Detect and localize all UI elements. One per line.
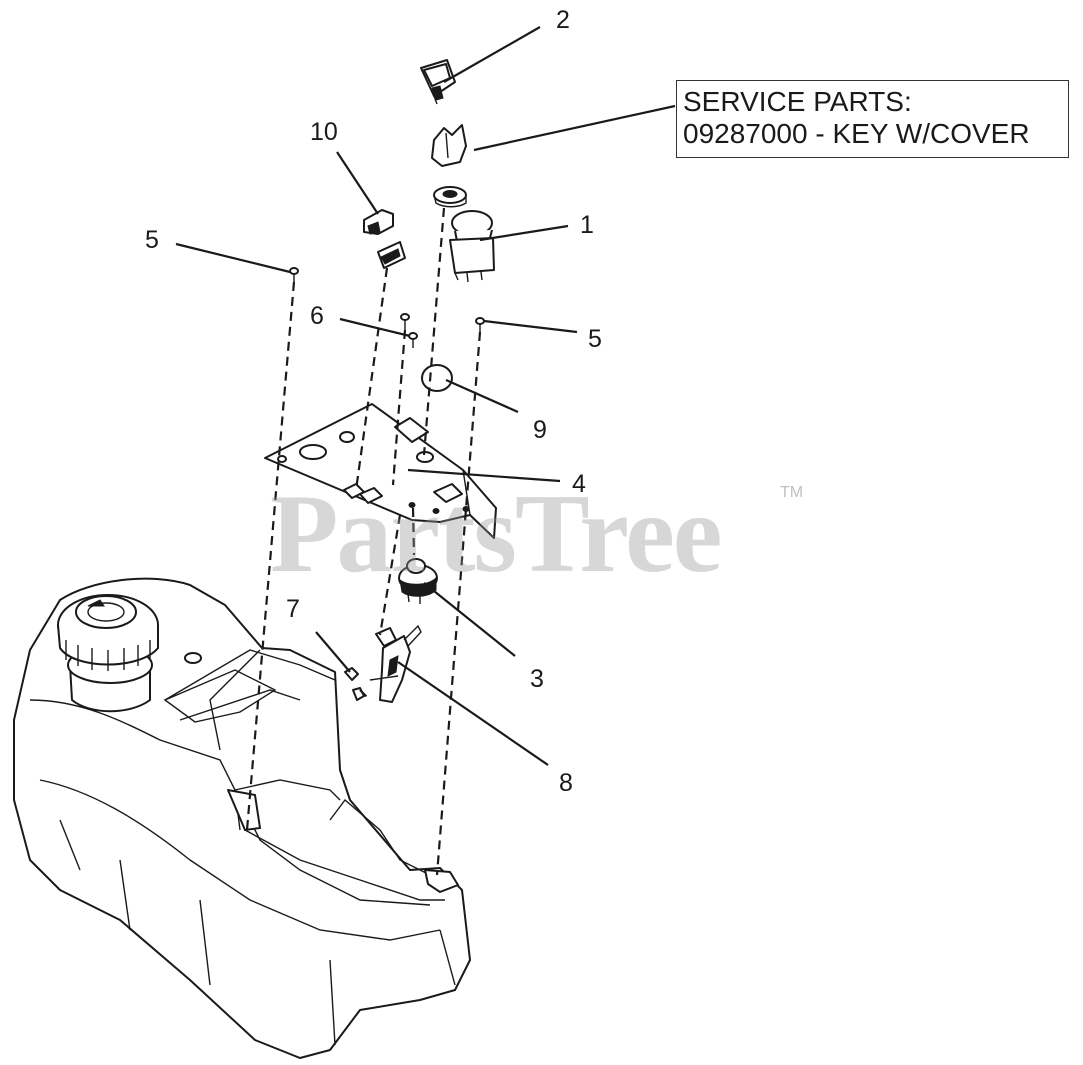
callout-2: 2 — [556, 6, 570, 34]
callout-3: 3 — [530, 665, 544, 693]
key-with-cover — [431, 124, 467, 167]
trademark-symbol: TM — [780, 484, 804, 501]
part-2-switch — [420, 59, 456, 105]
callout-10: 10 — [310, 118, 338, 146]
callout-4: 4 — [572, 470, 586, 498]
callout-8: 8 — [559, 769, 573, 797]
part-5-screw-left — [289, 267, 299, 282]
callout-5-left: 5 — [145, 226, 159, 254]
callout-5-right: 5 — [588, 325, 602, 353]
callout-9: 9 — [533, 416, 547, 444]
callout-7: 7 — [286, 595, 300, 623]
part-6-screw — [400, 313, 418, 348]
part-5-screw-right — [475, 317, 485, 332]
part-8-bracket-switch — [369, 624, 422, 703]
part-9-cap — [421, 364, 453, 392]
alignment-lines — [245, 207, 482, 876]
part-7-nuts — [344, 667, 365, 701]
callout-6: 6 — [310, 302, 324, 330]
part-10-switch-clip — [363, 209, 406, 269]
callout-1: 1 — [580, 211, 594, 239]
service-parts-title: SERVICE PARTS: — [683, 86, 912, 117]
partstree-watermark: PartsTree — [270, 472, 723, 596]
key-nut — [433, 186, 467, 208]
part-1-push-switch — [449, 210, 495, 283]
service-parts-box: SERVICE PARTS: 09287000 - KEY W/COVER — [676, 80, 1069, 158]
service-parts-key-cover: 09287000 - KEY W/COVER — [683, 118, 1030, 149]
leader-lines — [175, 26, 676, 766]
control-panel-plate — [264, 403, 497, 539]
fuel-tank — [13, 577, 471, 1059]
callout-labels: 2 10 1 5 6 5 9 4 7 3 8 — [145, 6, 602, 797]
